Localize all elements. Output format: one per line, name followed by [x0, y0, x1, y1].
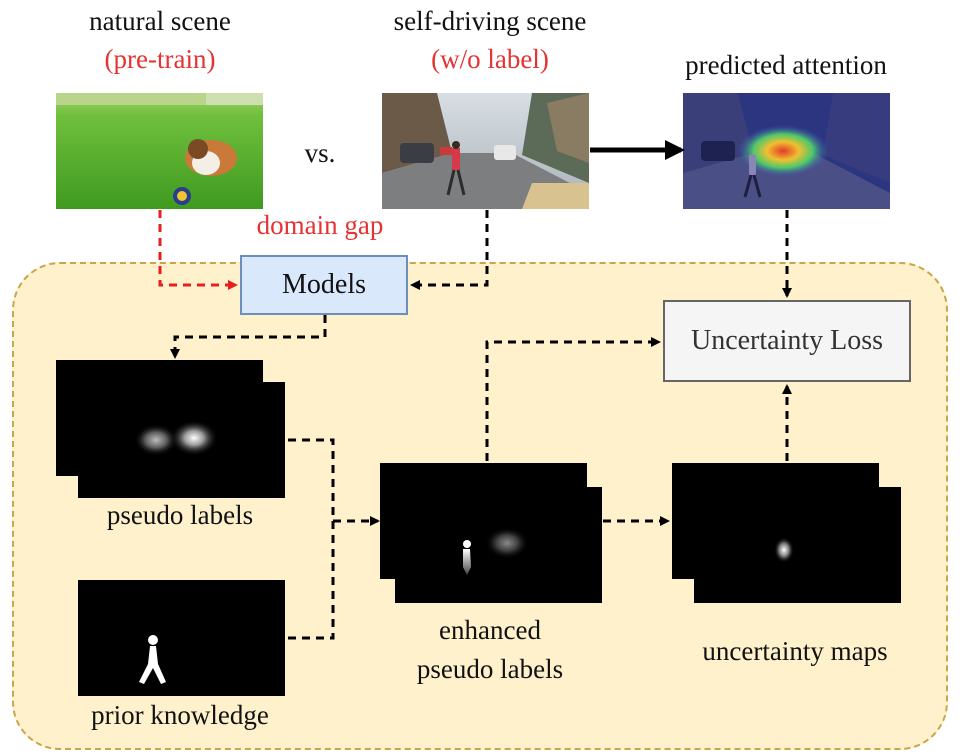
arrow-driving-to-models	[410, 210, 489, 290]
self-driving-scene-image	[382, 93, 589, 209]
arrow-pseudo-to-enhanced	[288, 438, 380, 526]
uncertainty-map-front	[694, 487, 901, 603]
predicted-attention-image	[683, 93, 890, 209]
self-driving-scene-label: self-driving scene	[393, 6, 587, 36]
arrow-enhanced-to-loss	[485, 337, 661, 461]
enhanced-label-map-front	[395, 487, 602, 603]
arrow-natural-to-models	[158, 210, 238, 290]
arrow-prior-to-enhanced	[288, 521, 335, 640]
enhanced-label-line2: pseudo labels	[416, 654, 564, 684]
domain-gap-label: domain gap	[256, 210, 384, 240]
wo-label-label: (w/o label)	[431, 44, 549, 74]
pseudo-labels-label: pseudo labels	[106, 500, 254, 530]
arrow-models-to-pseudo	[170, 315, 327, 359]
uncertainty-maps-label: uncertainty maps	[702, 636, 888, 666]
vs-label: vs.	[304, 138, 336, 168]
pre-train-label: (pre-train)	[104, 44, 216, 74]
prior-knowledge-label: prior knowledge	[91, 700, 269, 730]
models-box: Models	[240, 255, 408, 315]
enhanced-label-line1: enhanced	[439, 615, 541, 645]
prior-knowledge-map	[78, 580, 285, 696]
natural-scene-image	[56, 93, 263, 209]
uncertainty-loss-box: Uncertainty Loss	[663, 300, 911, 382]
predicted-attention-label: predicted attention	[685, 50, 887, 80]
pseudo-label-map-front	[78, 382, 285, 498]
natural-scene-label: natural scene	[89, 6, 231, 36]
